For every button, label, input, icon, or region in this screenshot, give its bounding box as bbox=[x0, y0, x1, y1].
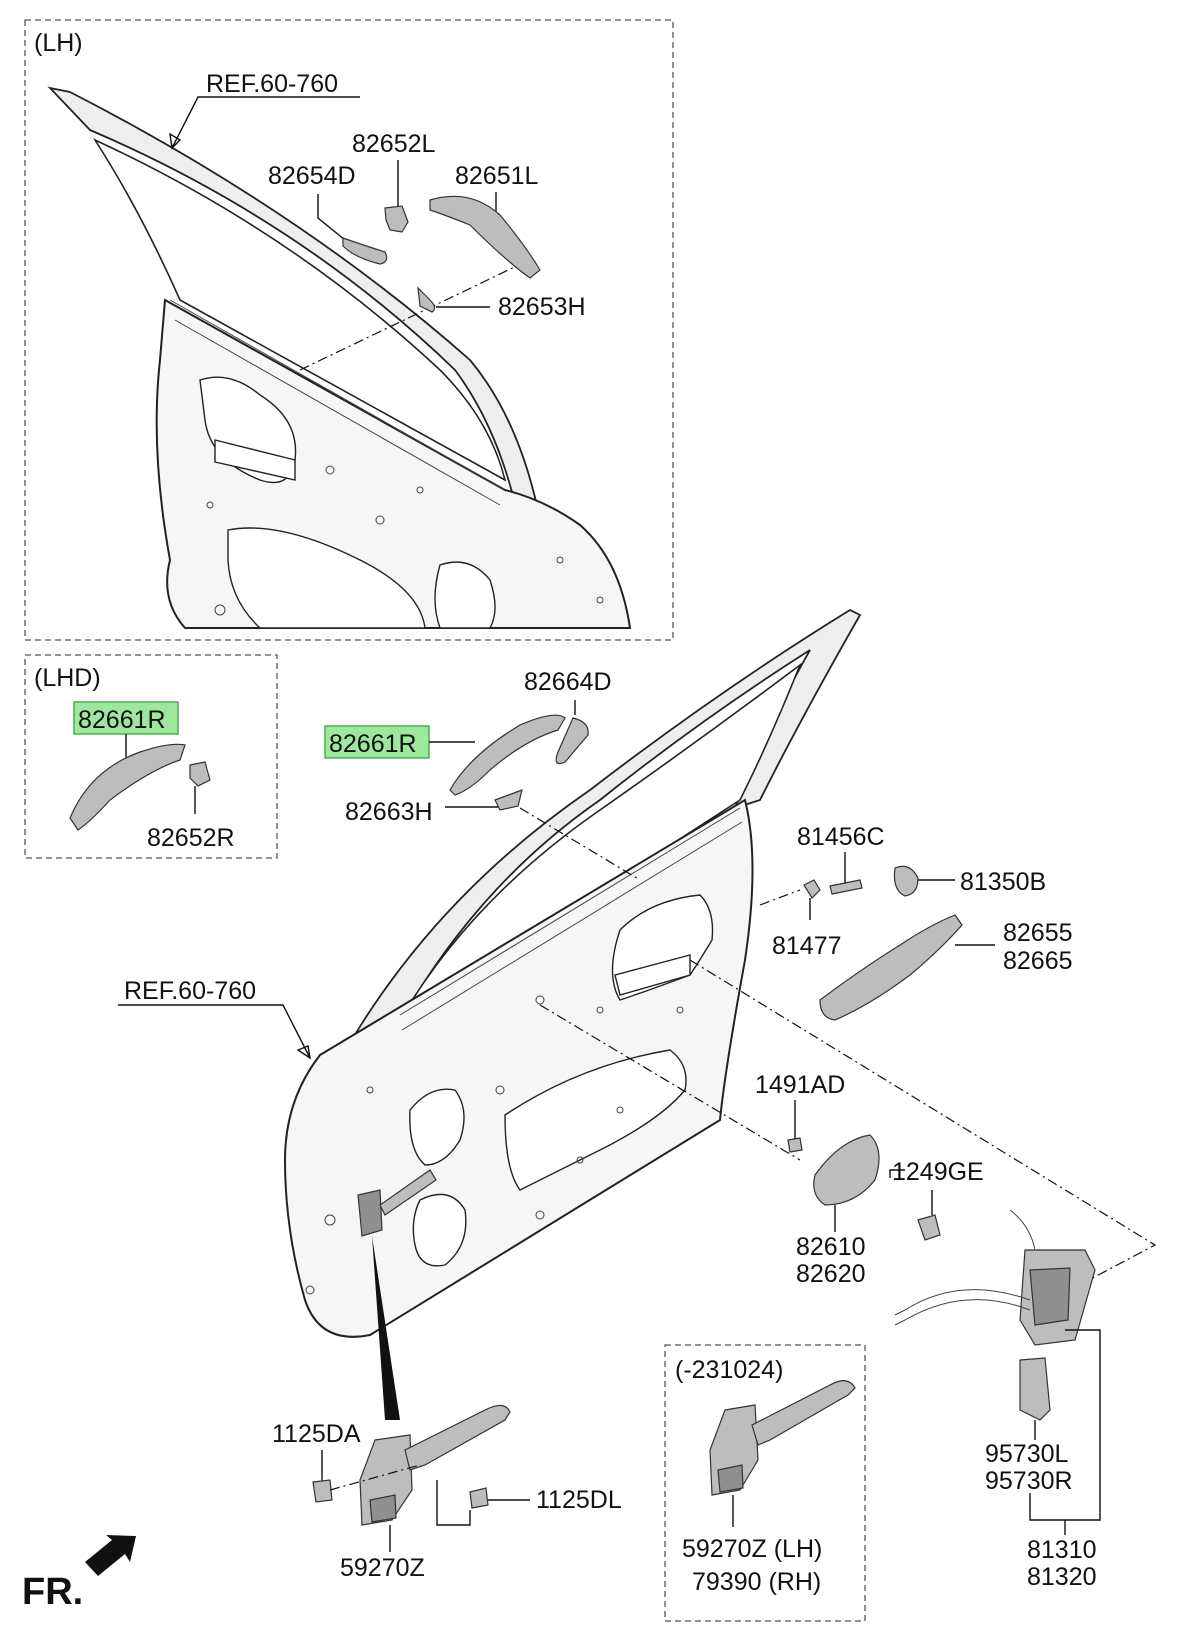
ref-main-label: REF.60-760 bbox=[124, 977, 256, 1005]
door-checker-variant bbox=[709, 1380, 856, 1496]
ref-main-leader bbox=[118, 1004, 311, 1059]
part-82664D-label: 82664D bbox=[524, 668, 612, 696]
part-82661R-main-handle bbox=[449, 714, 566, 796]
part-82661R-lhd-handle bbox=[69, 743, 186, 831]
part-82661R-main-highlight bbox=[324, 725, 430, 759]
part-82610-handle bbox=[813, 1134, 880, 1206]
part-95730R-label: 95730R bbox=[985, 1467, 1073, 1495]
ref-top-label: REF.60-760 bbox=[206, 70, 338, 98]
part-82653H-cap bbox=[417, 286, 436, 313]
checker-bolt-axis bbox=[329, 1464, 421, 1491]
part-81310-bracket-leader bbox=[1029, 1329, 1101, 1521]
part-1125DA-label: 1125DA bbox=[272, 1420, 361, 1448]
part-81456C-label: 81456C bbox=[797, 823, 885, 851]
part-82651L-handle bbox=[429, 195, 541, 279]
part-81350B-knob bbox=[893, 865, 919, 897]
lh-door-panel bbox=[47, 86, 632, 629]
variant-section-box bbox=[664, 1344, 866, 1622]
part-81310-label: 81310 bbox=[1027, 1536, 1097, 1564]
part-81477-label: 81477 bbox=[772, 932, 842, 960]
door-checker-arm bbox=[379, 1169, 437, 1216]
latch-assembly bbox=[894, 1209, 1096, 1346]
part-82610-label: 82610 bbox=[796, 1233, 866, 1261]
part-1249GE-label: 1249GE bbox=[892, 1158, 984, 1186]
door-checker-bracket bbox=[357, 1189, 383, 1237]
part-1125DL-bracket bbox=[436, 1480, 471, 1526]
part-81456C-screw bbox=[829, 879, 863, 895]
lh-section-label: (LH) bbox=[34, 29, 83, 57]
part-82654D-label: 82654D bbox=[268, 162, 356, 190]
front-direction-arrow bbox=[85, 1535, 136, 1576]
ref-top-leader bbox=[171, 96, 360, 149]
part-95730L-actuator bbox=[1019, 1357, 1051, 1421]
part-1249GE-leader bbox=[889, 1169, 905, 1178]
part-95730L-label: 95730L bbox=[985, 1440, 1069, 1468]
part-82620-label: 82620 bbox=[796, 1260, 866, 1288]
part-82651L-label: 82651L bbox=[455, 162, 539, 190]
latch-axis bbox=[689, 959, 1157, 1291]
lh-section-box bbox=[24, 19, 674, 641]
ref-top-arrow bbox=[169, 132, 182, 150]
part-1249GE-screw bbox=[917, 1214, 941, 1241]
part-79390-rh-label: 79390 (RH) bbox=[692, 1568, 821, 1596]
part-82655-label: 82655 bbox=[1003, 919, 1073, 947]
part-1125DL-label: 1125DL bbox=[536, 1486, 622, 1514]
variant-section-label: (-231024) bbox=[675, 1356, 783, 1384]
part-82652L-label: 82652L bbox=[352, 130, 436, 158]
part-1491AD-label: 1491AD bbox=[755, 1071, 845, 1099]
part-81477-pin bbox=[803, 879, 821, 899]
part-82661R-lhd-label: 82661R bbox=[78, 706, 166, 734]
part-59270Z-label: 59270Z bbox=[340, 1554, 425, 1582]
part-82653H-label: 82653H bbox=[498, 293, 586, 321]
part-81350B-label: 81350B bbox=[960, 868, 1046, 896]
part-82652L-bracket bbox=[384, 205, 409, 233]
part-1125DL-bolt bbox=[469, 1487, 489, 1509]
part-82654D-leader bbox=[317, 194, 346, 241]
ref-main-arrow bbox=[296, 1045, 311, 1060]
lh-handle-axis bbox=[299, 261, 526, 371]
front-direction-label: FR. bbox=[22, 1571, 83, 1613]
part-82665-label: 82665 bbox=[1003, 947, 1073, 975]
part-81320-label: 81320 bbox=[1027, 1563, 1097, 1591]
part-82652R-label: 82652R bbox=[147, 824, 235, 852]
part-1491AD-clip bbox=[787, 1137, 803, 1153]
lhd-section-label: (LHD) bbox=[34, 664, 101, 692]
part-82661R-main-label: 82661R bbox=[329, 730, 417, 758]
part-82652R-bracket bbox=[189, 761, 211, 787]
part-1125DA-bolt bbox=[312, 1479, 333, 1503]
part-82654D-cap bbox=[342, 237, 388, 265]
part-82664D-cap bbox=[555, 717, 589, 765]
lhd-section-box bbox=[24, 654, 278, 859]
main-handle-axis bbox=[519, 807, 641, 881]
part-59270Z-lh-label: 59270Z (LH) bbox=[682, 1535, 822, 1563]
part-82663H-label: 82663H bbox=[345, 798, 433, 826]
inside-handle-axis bbox=[759, 889, 801, 906]
part-82663H-cap bbox=[494, 789, 523, 811]
door-checker-callout bbox=[372, 1236, 400, 1420]
part-82655-handle-base bbox=[819, 914, 963, 1021]
door-checker-59270Z bbox=[359, 1404, 511, 1526]
